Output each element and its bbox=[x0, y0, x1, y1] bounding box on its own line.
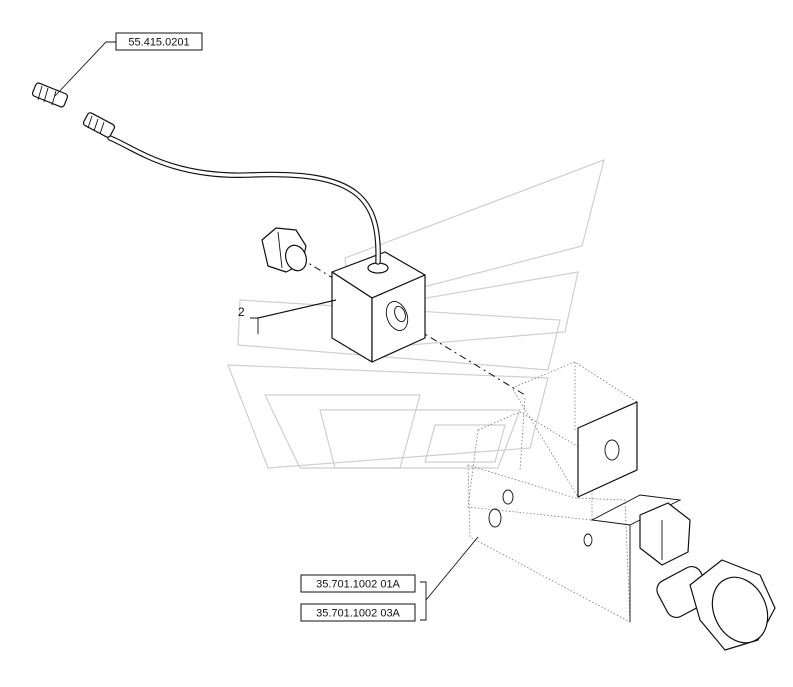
fitting-nut bbox=[261, 227, 307, 273]
mating-connector bbox=[31, 82, 69, 108]
cable-connector bbox=[82, 112, 116, 138]
valve-block bbox=[488, 401, 682, 622]
sensor-block bbox=[331, 251, 426, 363]
sensor-cable bbox=[107, 135, 381, 265]
connector-reference-box[interactable]: 55.415.0201 bbox=[115, 32, 203, 51]
valve-phantom-outline bbox=[467, 361, 638, 623]
connector-reference-label: 55.415.0201 bbox=[128, 37, 189, 49]
callout-item-2: 2 bbox=[238, 305, 245, 319]
valve-plug bbox=[639, 502, 776, 651]
valve-reference-label-1: 35.701.1002 01A bbox=[316, 579, 400, 591]
valve-reference-label-2: 35.701.1002 03A bbox=[316, 608, 400, 620]
leader-lines bbox=[54, 41, 479, 621]
valve-reference-box-1[interactable]: 35.701.1002 01A bbox=[300, 574, 416, 593]
valve-reference-box-2[interactable]: 35.701.1002 03A bbox=[300, 603, 416, 622]
